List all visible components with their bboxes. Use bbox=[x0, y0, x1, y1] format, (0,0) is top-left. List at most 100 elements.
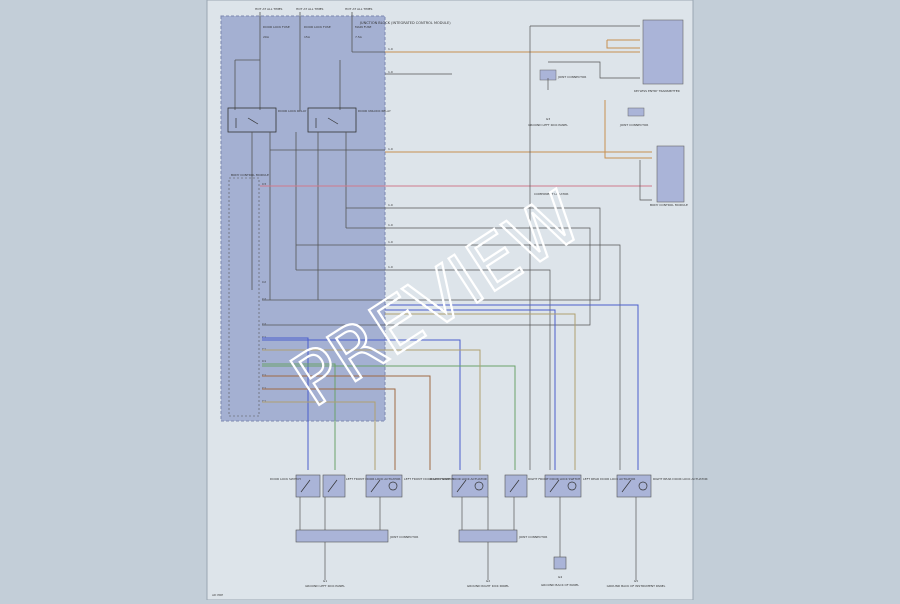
body-control-unit-label: BODY CONTROL MODULE bbox=[650, 203, 688, 207]
ground-caption-0: GROUND LEFT KICK PANEL bbox=[305, 584, 345, 588]
ground-caption-2: GROUND BACK OF PANEL bbox=[541, 583, 579, 587]
joint-connector-left-label: JOINT CONNECTOR bbox=[389, 535, 418, 539]
fuse-2-rating: 15A bbox=[304, 35, 311, 39]
lf-switch bbox=[365, 474, 403, 498]
svg-text:1.0: 1.0 bbox=[388, 47, 393, 51]
svg-text:C1: C1 bbox=[262, 386, 266, 390]
switch-label-5: LEFT REAR DOOR LOCK ACTUATOR bbox=[583, 477, 635, 481]
svg-text:C1: C1 bbox=[262, 399, 266, 403]
ground-caption-top: GROUND LEFT KICK PANEL bbox=[528, 123, 568, 127]
component-locator-label: COMPONENT LOCATOR bbox=[534, 192, 569, 196]
junction-block-label: JUNCTION BLOCK (INTEGRATED CONTROL MODUL… bbox=[359, 21, 451, 25]
rr-actuator bbox=[616, 474, 652, 498]
fuse-2-name: DOOR LOCK FUSE bbox=[304, 25, 331, 29]
fuse-3-header: HOT AT ALL TIMES bbox=[345, 7, 373, 11]
door-unlock-relay bbox=[307, 107, 357, 133]
svg-text:C1: C1 bbox=[262, 373, 266, 377]
wire-blue-3 bbox=[385, 309, 556, 470]
wire-tan-1 bbox=[262, 401, 376, 470]
module-internal-wires bbox=[251, 132, 385, 300]
switch-symbols bbox=[300, 479, 648, 493]
junction-block-module bbox=[220, 15, 386, 422]
svg-text:C1: C1 bbox=[262, 347, 266, 351]
svg-text:1.0: 1.0 bbox=[388, 223, 393, 227]
relay-contacts bbox=[235, 117, 339, 128]
wire-black-2 bbox=[262, 207, 601, 301]
ground-caption-3: GROUND BACK OF INSTRUMENT PANEL bbox=[607, 584, 666, 588]
svg-text:1.0: 1.0 bbox=[388, 147, 393, 151]
svg-text:1.0: 1.0 bbox=[388, 70, 393, 74]
wire-orange-connector bbox=[606, 39, 640, 49]
wire-blue-2 bbox=[262, 339, 461, 470]
switch-labels: DOOR LOCK SWITCH LEFT FRONT DOOR LOCK AC… bbox=[270, 477, 708, 481]
fuse-3-name: MAIN FUSE bbox=[355, 25, 372, 29]
door-lock-switch bbox=[295, 474, 321, 498]
ground-label-top: G3 bbox=[546, 117, 550, 121]
fuse-3-rating: 7.5A bbox=[355, 35, 363, 39]
rf-switch bbox=[504, 474, 528, 498]
svg-text:C3: C3 bbox=[262, 182, 266, 186]
switch-label-1: LEFT FRONT DOOR LOCK ACTUATOR bbox=[346, 477, 400, 481]
lr-actuator bbox=[544, 474, 582, 498]
wire-tan-3 bbox=[385, 313, 576, 470]
switch-label-0: DOOR LOCK SWITCH bbox=[270, 477, 301, 481]
joint-connector-right bbox=[458, 529, 518, 543]
wire-brown-1 bbox=[262, 375, 431, 470]
keyless-entry-label: KEYLESS ENTRY TRANSMITTER bbox=[634, 89, 680, 93]
fuse-group: HOT AT ALL TIMES HOT AT ALL TIMES HOT AT… bbox=[255, 7, 373, 39]
joint-connector-left bbox=[295, 529, 389, 543]
joint-connector-mid-label: JOINT CONNECTOR bbox=[619, 123, 648, 127]
svg-text:C2: C2 bbox=[262, 297, 266, 301]
svg-text:C2: C2 bbox=[262, 280, 266, 284]
wire-black-3 bbox=[262, 227, 591, 326]
wire-tan-2 bbox=[262, 349, 481, 470]
wire-black-5 bbox=[385, 269, 551, 470]
switch-label-3: RIGHT FRONT DOOR LOCK ACTUATOR bbox=[430, 477, 487, 481]
fuse-1-header: HOT AT ALL TIMES bbox=[255, 7, 283, 11]
wire-brown-2 bbox=[262, 388, 396, 470]
wire-green-2 bbox=[262, 365, 516, 470]
bcm-label: BODY CONTROL MODULE bbox=[231, 173, 269, 177]
lf-actuator bbox=[322, 474, 346, 498]
wire-black-10 bbox=[639, 160, 652, 201]
joint-connector-bottom bbox=[553, 556, 567, 570]
svg-text:1.0: 1.0 bbox=[388, 240, 393, 244]
switch-label-2: LEFT FRONT DOOR LOCK SWITCH bbox=[404, 477, 454, 481]
wire-harness bbox=[260, 25, 652, 470]
svg-text:C1: C1 bbox=[262, 359, 266, 363]
keyless-entry-unit bbox=[642, 19, 684, 85]
fuse-1-name: DOOR LOCK FUSE bbox=[263, 25, 290, 29]
wire-green-1 bbox=[262, 363, 336, 470]
body-control-unit bbox=[656, 145, 685, 203]
joint-connector-mid bbox=[627, 107, 645, 117]
switch-label-4: RIGHT FRONT DOOR LOCK SWITCH bbox=[528, 477, 580, 481]
ground-label-1: G2 bbox=[486, 579, 490, 583]
relay-2-label: DOOR UNLOCK RELAY bbox=[358, 109, 391, 113]
relay-1-label: DOOR LOCK RELAY bbox=[278, 109, 307, 113]
fuse-2-header: HOT AT ALL TIMES bbox=[296, 7, 324, 11]
svg-text:C1: C1 bbox=[262, 335, 266, 339]
wire-orange-right bbox=[604, 100, 652, 159]
switch-label-6: RIGHT REAR DOOR LOCK ACTUATOR bbox=[653, 477, 708, 481]
joint-connector-right-label: JOINT CONNECTOR bbox=[518, 535, 547, 539]
wire-blue-4 bbox=[385, 304, 639, 470]
svg-text:C2: C2 bbox=[262, 322, 266, 326]
svg-text:1.0: 1.0 bbox=[388, 265, 393, 269]
wire-blue-1 bbox=[262, 337, 309, 470]
fuse-1-rating: 20A bbox=[263, 35, 270, 39]
wire-black-9 bbox=[548, 61, 640, 79]
footer-code: AD PRE bbox=[212, 593, 223, 597]
joint-connector-top-label: JOINT CONNECTOR bbox=[557, 75, 586, 79]
ground-label-0: G1 bbox=[323, 579, 327, 583]
ground-label-2: G4 bbox=[558, 575, 562, 579]
ground-caption-1: GROUND RIGHT KICK PANEL bbox=[467, 584, 509, 588]
ground-captions: G1 GROUND LEFT KICK PANEL G2 GROUND RIGH… bbox=[305, 117, 666, 588]
body-control-module bbox=[228, 177, 260, 417]
ground-label-3: G5 bbox=[634, 579, 638, 583]
svg-text:1.0: 1.0 bbox=[388, 203, 393, 207]
rf-actuator bbox=[451, 474, 489, 498]
wire-black-4 bbox=[385, 244, 621, 470]
